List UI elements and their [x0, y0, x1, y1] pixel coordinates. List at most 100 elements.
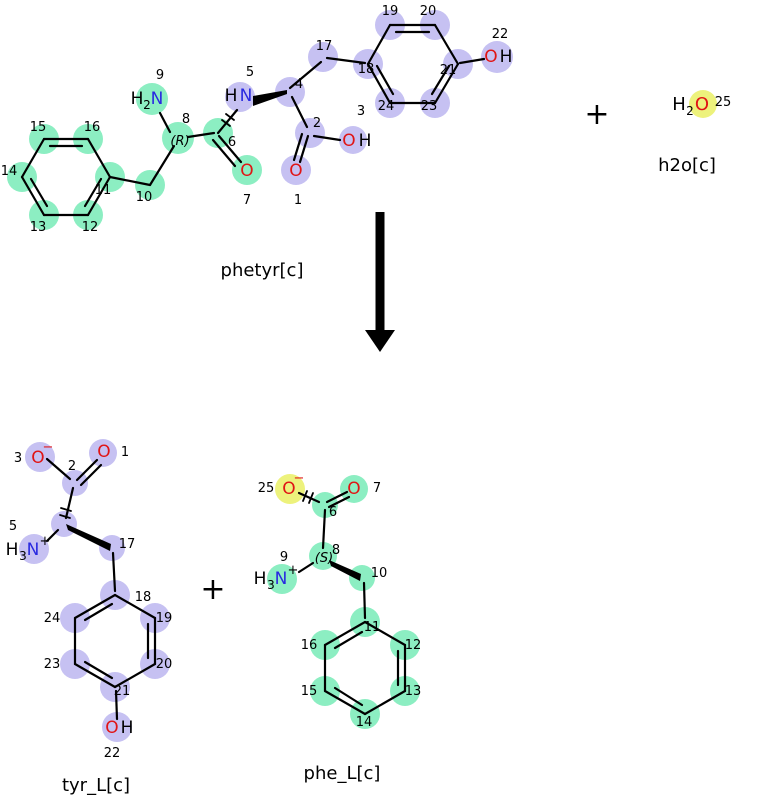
- bond: [113, 662, 157, 689]
- atom-symbol: H: [254, 569, 267, 589]
- atom-number: 2: [68, 459, 76, 474]
- product2-label: phe_L[c]: [303, 763, 381, 784]
- bond: [430, 64, 451, 96]
- bond: [366, 23, 392, 66]
- bond: [148, 144, 176, 187]
- atom-number: 3: [19, 549, 27, 563]
- atom-highlight: [275, 474, 305, 504]
- atom-symbol: N: [240, 86, 253, 106]
- atom-symbol: N: [27, 540, 40, 560]
- bond: [83, 660, 114, 680]
- bond: [59, 514, 71, 519]
- atom-number: 21: [114, 684, 131, 699]
- bond: [114, 689, 119, 721]
- bond: [433, 23, 460, 66]
- atom-symbol: H: [121, 718, 134, 738]
- atom-highlight: [339, 126, 367, 154]
- atom-number: 3: [357, 104, 365, 119]
- atom-number: 20: [156, 657, 173, 672]
- atom-highlight: [99, 535, 125, 561]
- atom-number: 24: [44, 611, 61, 626]
- atom-highlight: [308, 42, 338, 72]
- atom-number: 8: [182, 112, 190, 127]
- charge-label: +: [288, 563, 299, 578]
- atom-number: 7: [243, 193, 251, 208]
- atom-highlight: [295, 118, 325, 148]
- atom-number: 6: [228, 135, 236, 150]
- atom-number: 1: [294, 193, 302, 208]
- bond: [86, 175, 112, 217]
- atom-highlight: [136, 83, 168, 115]
- atom-number: 16: [84, 120, 101, 135]
- atom-number: 22: [492, 27, 509, 42]
- atom-symbol: O: [484, 47, 497, 67]
- atom-number: 11: [95, 183, 112, 198]
- bond: [333, 630, 364, 650]
- bond: [113, 593, 157, 620]
- atom-number: 25: [715, 95, 732, 110]
- bond: [216, 108, 239, 135]
- bond: [111, 551, 117, 593]
- bond: [288, 60, 323, 90]
- bond: [20, 175, 46, 217]
- atom-symbol: H: [359, 131, 372, 151]
- atom-symbol: H: [500, 47, 513, 67]
- atom-symbol: H: [672, 94, 686, 115]
- atom-number: 3: [267, 578, 275, 592]
- bond: [290, 95, 309, 129]
- reaction-arrow-shaft: [375, 212, 385, 330]
- atom-number: 17: [316, 39, 333, 54]
- atom-number: 14: [356, 715, 373, 730]
- bond: [433, 62, 460, 105]
- bond: [366, 62, 392, 105]
- bond: [86, 137, 112, 179]
- bond: [225, 113, 235, 121]
- atom-symbol: O: [105, 718, 118, 738]
- stereo-label: (S): [315, 551, 333, 566]
- substrate-label: phetyr[c]: [220, 260, 304, 281]
- atom-number: 2: [313, 116, 321, 131]
- atom-number: 10: [371, 566, 388, 581]
- atom-number: 20: [420, 4, 437, 19]
- bond: [45, 528, 60, 543]
- reaction-arrow-head: [365, 330, 395, 352]
- bond: [45, 457, 72, 481]
- atom-number: 13: [30, 220, 47, 235]
- atom-number: 10: [136, 190, 153, 205]
- bond: [321, 508, 327, 550]
- bond: [211, 138, 237, 168]
- atom-number: 15: [301, 684, 318, 699]
- bond: [186, 131, 216, 139]
- bond: [363, 689, 407, 716]
- atom-number: 22: [104, 746, 121, 761]
- charge-label: −: [294, 471, 305, 486]
- bond: [323, 620, 367, 647]
- atom-symbol: O: [282, 479, 295, 499]
- bond: [221, 119, 231, 127]
- bond: [83, 602, 114, 622]
- bond: [83, 177, 103, 208]
- atom-symbol: N: [275, 569, 288, 589]
- atom-number: 2: [686, 104, 694, 118]
- atom-number: 21: [440, 63, 457, 78]
- cosubstrate-label: h2o[c]: [658, 155, 716, 176]
- bond: [73, 662, 117, 689]
- bond: [325, 490, 349, 504]
- bond: [79, 463, 103, 487]
- atom-symbol: O: [342, 131, 355, 151]
- atom-highlight: [267, 564, 297, 594]
- bond: [375, 64, 395, 96]
- atom-symbol: O: [347, 479, 360, 499]
- bond: [333, 686, 364, 707]
- wedge-bond: [253, 90, 287, 106]
- atom-highlight: [312, 492, 338, 518]
- atom-highlight: [225, 82, 255, 112]
- bond: [292, 132, 304, 162]
- atom-number: 16: [301, 638, 318, 653]
- stereo-label: (R): [170, 134, 189, 149]
- bond: [363, 620, 407, 647]
- bond: [64, 486, 75, 520]
- bond: [362, 581, 367, 620]
- atom-number: 5: [9, 519, 17, 534]
